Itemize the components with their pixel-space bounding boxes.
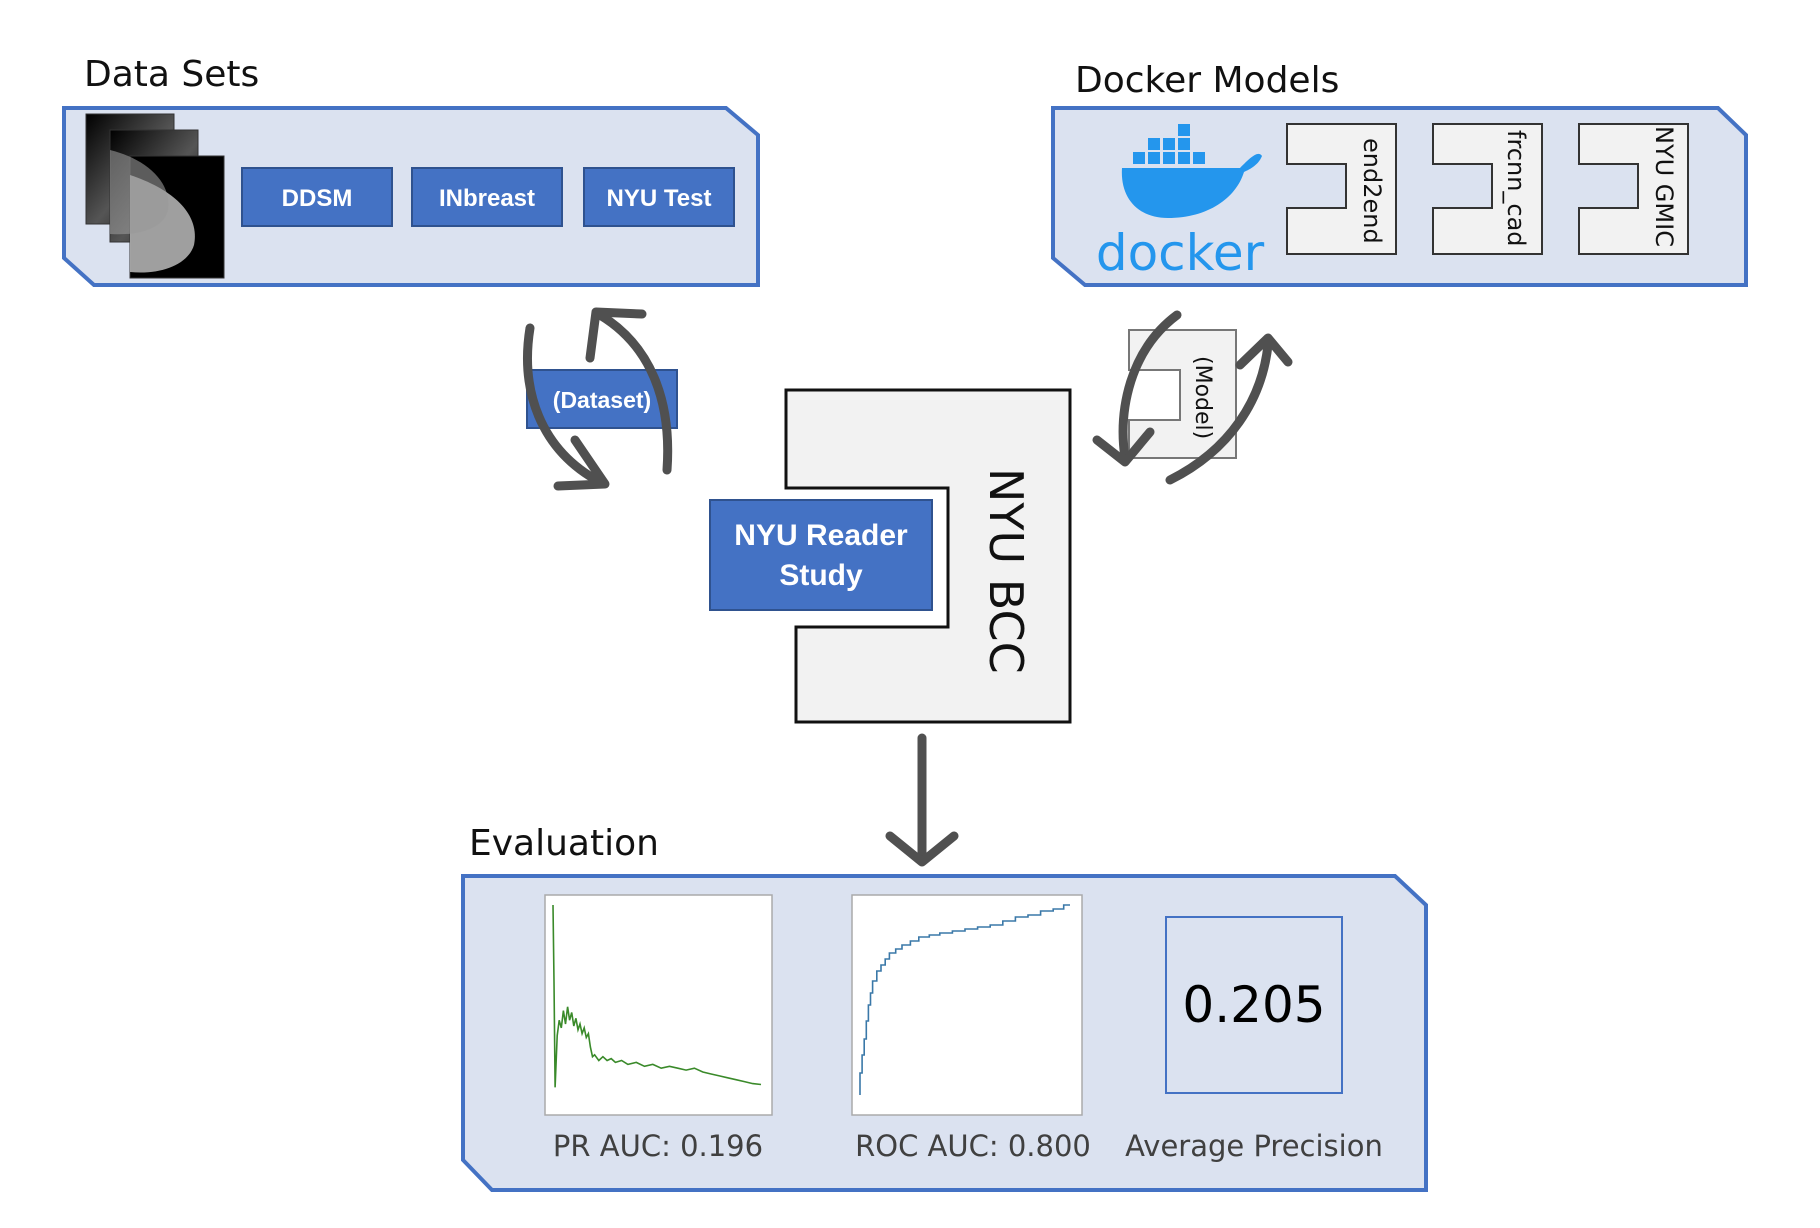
datasets-title: Data Sets (84, 54, 259, 95)
pr-curve-plot (552, 904, 762, 1088)
model-nyu-gmic-label: NYU GMIC (1650, 126, 1678, 247)
evaluation-title: Evaluation (469, 823, 659, 864)
pr-auc-caption: PR AUC: 0.196 (553, 1129, 763, 1163)
dataset-nyu-test-button[interactable] (583, 167, 735, 227)
datasets-section: Data Sets DDSM INbreast NYU Test (62, 54, 760, 287)
dataset-ddsm-label: DDSM (282, 185, 353, 212)
curve-line (859, 904, 1070, 1095)
curve-line (552, 904, 762, 1088)
nyu-reader-study-label-line2: Study (779, 559, 863, 592)
dataset-exchange: (Dataset) (523, 307, 678, 491)
nyu-bcc-module: NYU BCC NYU Reader Study (709, 388, 1072, 724)
nyu-reader-study-label-line1: NYU Reader (734, 519, 908, 552)
arrow-to-models (1165, 340, 1273, 485)
dataset-inbreast-button[interactable] (411, 167, 563, 227)
arrowhead (553, 435, 610, 491)
evaluation-section: Evaluation PR AUC: 0.196 ROC AUC: 0.800 … (461, 823, 1428, 1192)
dataset-token-label: (Dataset) (553, 387, 651, 413)
docker-logo: docker (1096, 124, 1265, 282)
roc-curve-plot (859, 904, 1070, 1095)
models-title: Docker Models (1075, 60, 1339, 101)
model-frcnn-cad-label: frcnn_cad (1502, 130, 1530, 247)
average-precision-box (1165, 916, 1343, 1094)
dataset-inbreast-label: INbreast (439, 185, 535, 212)
nyu-reader-study-block[interactable] (709, 499, 933, 611)
model-token (1128, 329, 1237, 459)
models-panel (1051, 106, 1748, 287)
pr-chart-frame (544, 894, 773, 1116)
roc-chart-frame (851, 894, 1083, 1116)
arrow-to-bcc (1118, 310, 1182, 463)
model-frcnn-cad-card[interactable]: frcnn_cad (1432, 123, 1543, 255)
models-section: Docker Models docker end2end frcnn_cad (1051, 60, 1748, 287)
average-precision-caption: Average Precision (1125, 1129, 1383, 1163)
dataset-nyu-test-label: NYU Test (607, 185, 712, 212)
mammogram-thumbnails (85, 113, 225, 279)
arrow-to-bcc (523, 323, 605, 487)
arrow-to-datasets (595, 310, 673, 475)
model-end2end-label: end2end (1358, 138, 1386, 244)
arrowhead (1235, 333, 1293, 370)
docker-whale-icon (1121, 124, 1262, 218)
breast-shape (110, 150, 169, 235)
model-nyu-gmic-card[interactable]: NYU GMIC (1578, 123, 1689, 255)
roc-auc-caption: ROC AUC: 0.800 (855, 1129, 1091, 1163)
nyu-bcc-title: NYU BCC (979, 468, 1033, 674)
arrow-to-evaluation (885, 733, 959, 867)
nyu-bcc-container (784, 388, 1072, 724)
dataset-ddsm-button[interactable] (241, 167, 393, 227)
arrowhead (1092, 427, 1155, 467)
docker-wordmark: docker (1096, 224, 1265, 282)
model-exchange: (Model) (1092, 310, 1293, 485)
model-end2end-card[interactable]: end2end (1286, 123, 1397, 255)
arrowhead (585, 307, 647, 363)
model-token-label: (Model) (1190, 356, 1215, 439)
average-precision-value: 0.205 (1182, 976, 1325, 1034)
